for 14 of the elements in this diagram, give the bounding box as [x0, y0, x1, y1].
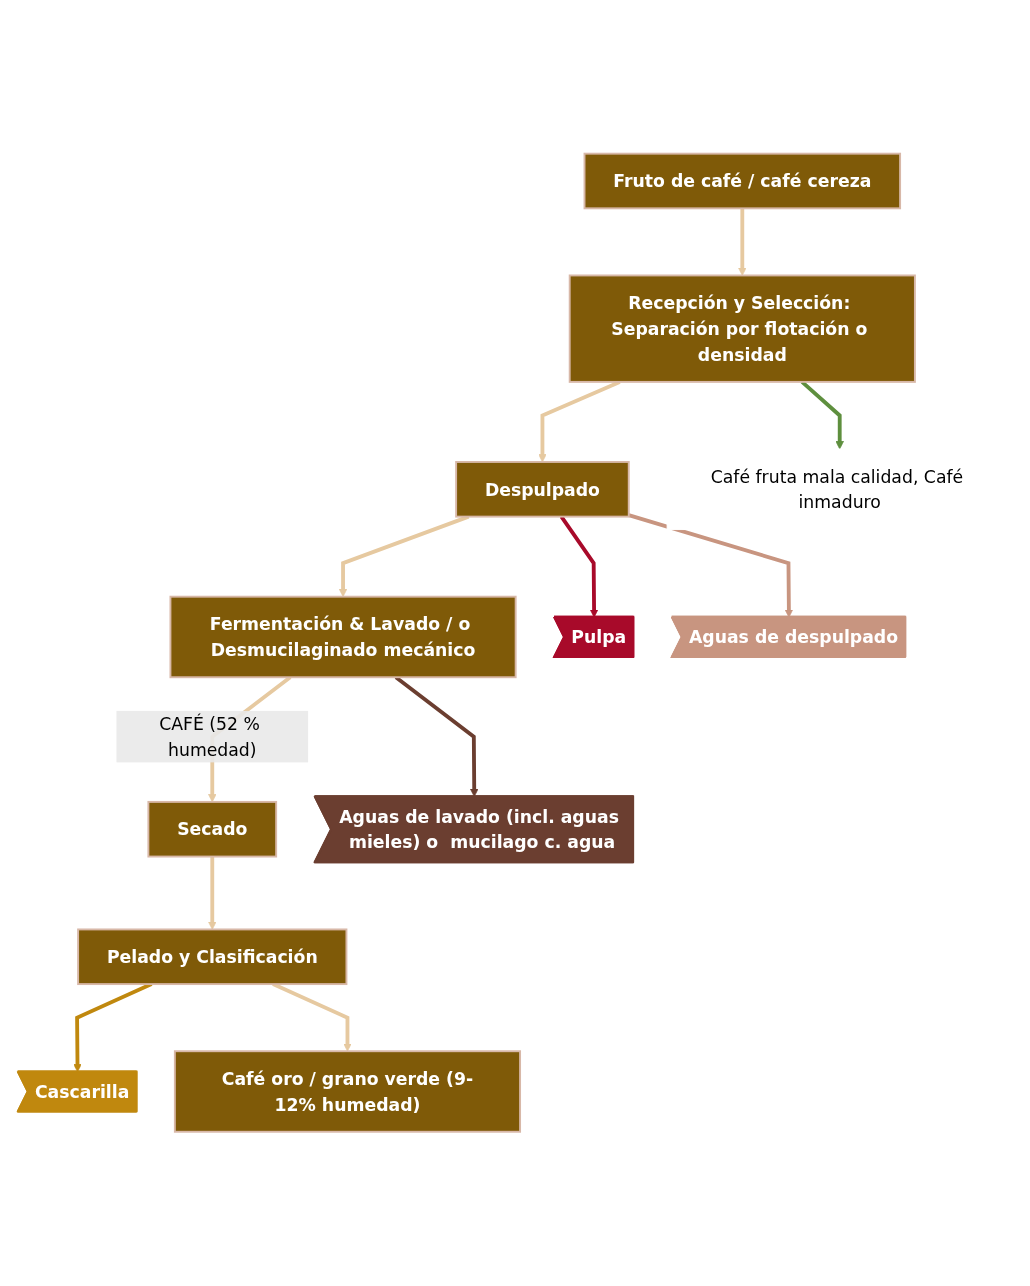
arrow — [628, 513, 794, 618]
arrow — [738, 208, 747, 277]
node-box: Secado — [147, 801, 278, 858]
node-box: Recepción y Selección: Separación por flotación o densidad — [568, 274, 916, 384]
node-box: Pelado y Clasificación — [77, 928, 348, 986]
edge-label: CAFÉ (52 % humedad) — [159, 713, 260, 760]
arrow — [559, 515, 599, 618]
node-box: Despulpado — [455, 461, 630, 518]
node-text: Café fruta mala calidad, Café inmaduro — [710, 466, 964, 513]
arrow — [338, 515, 470, 598]
node-box: Fermentación & Lavado / o Desmucilaginado mecánico — [169, 596, 517, 679]
node-box: Café oro / grano verde (9-12% humedad) — [173, 1050, 522, 1133]
node-box: Fruto de café / café cereza — [583, 153, 902, 210]
arrow — [208, 856, 217, 931]
